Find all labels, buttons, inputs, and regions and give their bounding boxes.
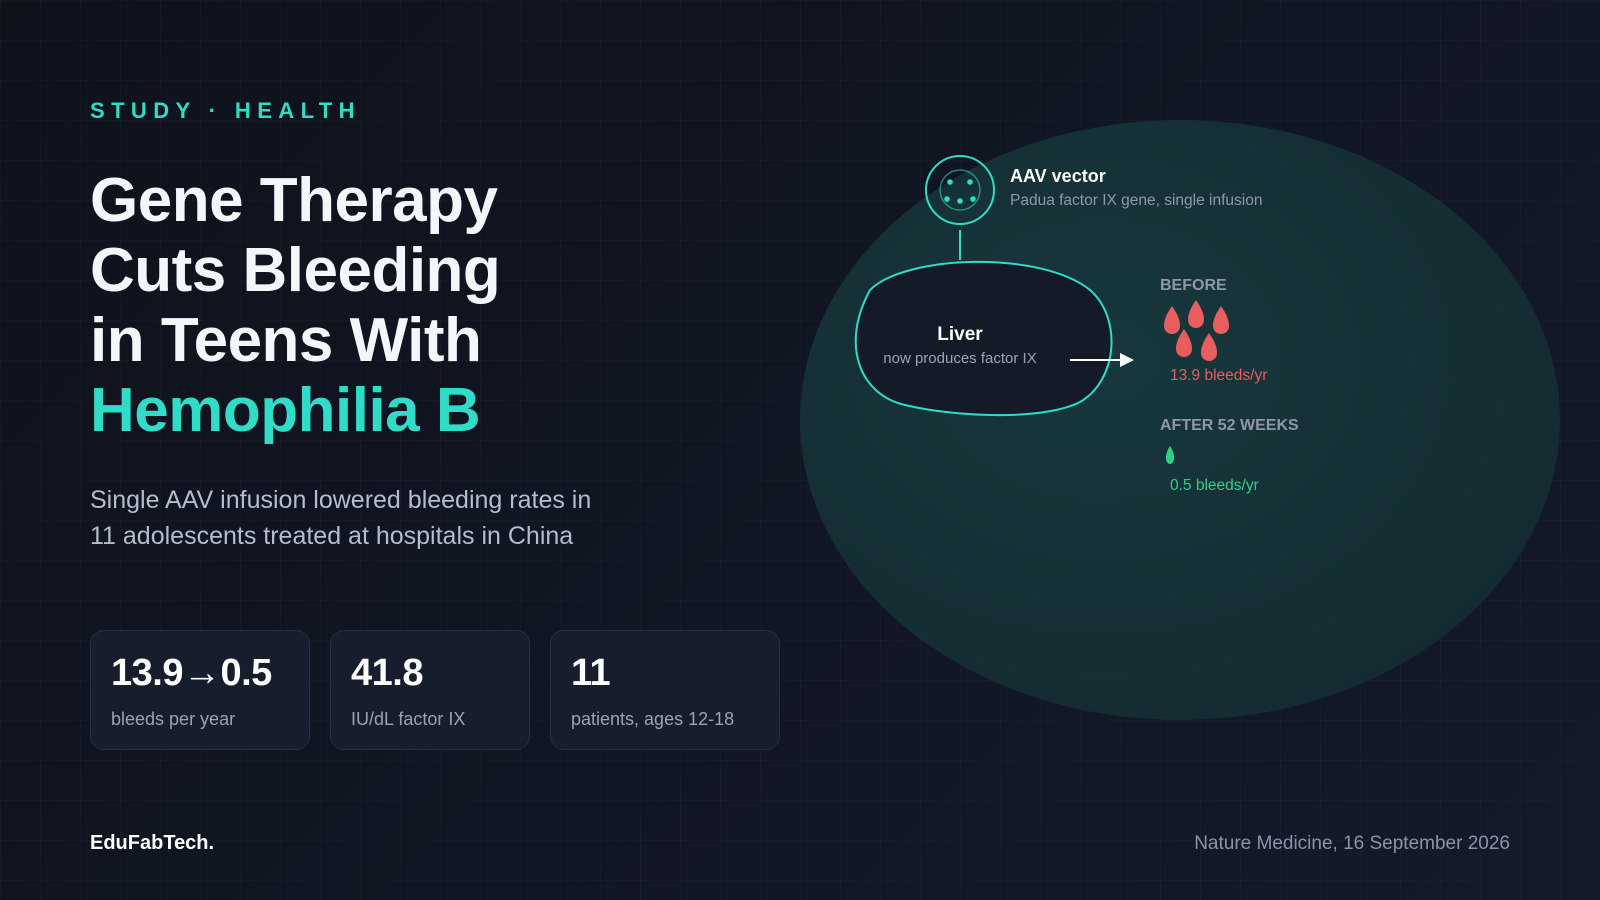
brand-logo: EduFabTech. [90,832,215,854]
arrow-head-icon [1120,353,1134,367]
stat-value: 11 [571,652,611,694]
after-blood-drop-icon [1166,446,1174,464]
headline: Gene Therapy Cuts Bleeding in Teens With… [90,166,501,446]
stat-label: bleeds per year [111,709,236,729]
vector-description: Padua factor IX gene, single infusion [1010,192,1262,209]
subtitle: Single AAV infusion lowered bleeding rat… [90,482,670,554]
stat-card-patients: 11 patients, ages 12-18 [550,630,780,750]
subtitle-line-1: Single AAV infusion lowered bleeding rat… [90,486,592,514]
aav-vector-icon [925,155,995,225]
section-kicker: STUDY · HEALTH [90,98,361,123]
headline-line-3: in Teens With [90,306,482,375]
before-blood-drops-icon [1164,300,1229,361]
liver-shape [854,260,1113,417]
liver-title: Liver [937,324,983,345]
stat-card-bleeds: 13.9→0.5 bleeds per year [90,630,310,750]
source-citation: Nature Medicine, 16 September 2026 [1194,833,1510,854]
headline-line-1: Gene Therapy [90,166,498,235]
stat-label: patients, ages 12-18 [571,709,735,729]
vector-title: AAV vector [1010,166,1106,186]
headline-accent: Hemophilia B [90,376,481,445]
liver-description: now produces factor IX [883,350,1036,367]
after-label: AFTER 52 WEEKS [1160,417,1299,434]
before-rate: 13.9 bleeds/yr [1170,367,1267,384]
stat-label: IU/dL factor IX [351,709,466,729]
stat-value: 13.9→0.5 [111,652,272,694]
stat-value: 41.8 [351,652,423,694]
after-rate: 0.5 bleeds/yr [1170,477,1259,494]
subtitle-line-2: 11 adolescents treated at hospitals in C… [90,522,574,550]
stat-card-factor-ix: 41.8 IU/dL factor IX [330,630,530,750]
before-label: BEFORE [1160,277,1227,294]
headline-line-2: Cuts Bleeding [90,236,501,305]
